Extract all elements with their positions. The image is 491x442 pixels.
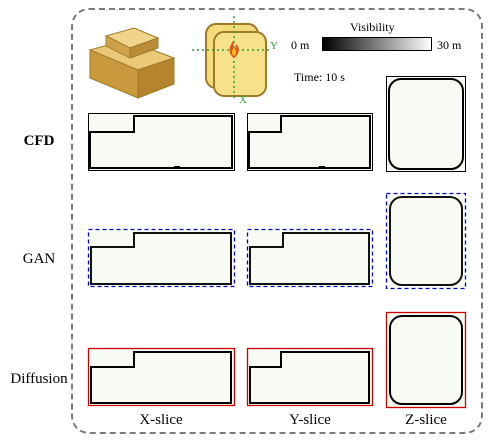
time-label: Time: 10 s	[294, 70, 345, 84]
legend-max-label: 30 m	[437, 38, 462, 52]
gan-x-slice	[87, 228, 236, 288]
axis-label-y: Y	[270, 40, 278, 52]
axis-label-x: X	[239, 94, 247, 106]
fire-icon	[229, 40, 239, 58]
legend-title: Visibility	[350, 20, 395, 34]
row-label-gan: GAN	[22, 251, 56, 267]
cfd-z-slice	[386, 76, 466, 172]
row-label-diffusion: Diffusion	[10, 371, 68, 387]
cfd-y-slice	[247, 113, 373, 171]
diffusion-x-slice	[87, 347, 236, 407]
building-3d-icon	[88, 27, 176, 99]
floor-plan-icon	[192, 16, 272, 98]
diffusion-z-slice	[385, 311, 467, 409]
column-label-z-slice: Z-slice	[405, 412, 447, 428]
row-label-cfd: CFD	[23, 133, 55, 149]
gan-z-slice	[385, 192, 467, 290]
diffusion-y-slice	[246, 347, 374, 407]
gan-y-slice	[246, 228, 374, 288]
visibility-colorbar	[322, 37, 432, 51]
legend-min-label: 0 m	[291, 38, 310, 52]
figure-frame	[71, 8, 483, 434]
column-label-x-slice: X-slice	[139, 412, 183, 428]
cfd-x-slice	[88, 113, 235, 171]
column-label-y-slice: Y-slice	[289, 412, 331, 428]
